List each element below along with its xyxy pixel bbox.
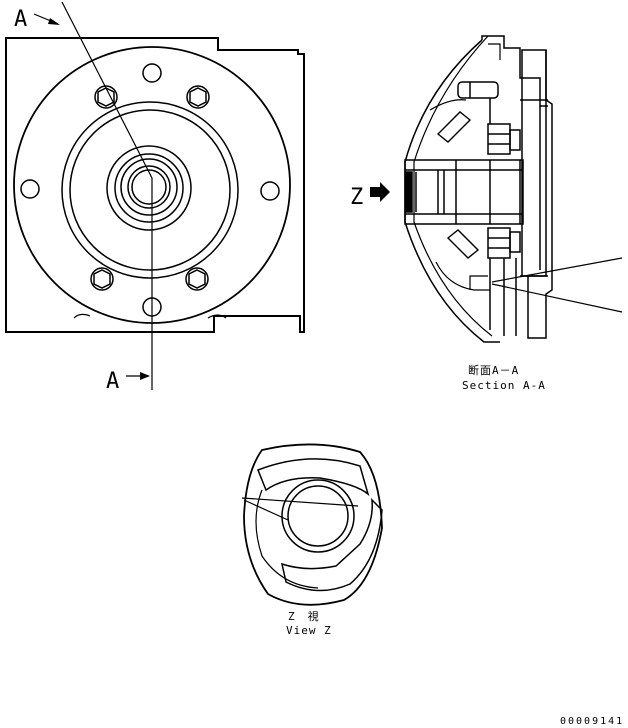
section-flange-plate	[521, 49, 547, 277]
hex-bolt	[90, 267, 114, 291]
leader-line	[241, 497, 359, 507]
view-caption-jp: Z 視	[288, 609, 320, 623]
hub-circle	[69, 109, 231, 271]
shaft-circle	[127, 165, 171, 209]
hex-bolt	[186, 85, 210, 109]
section-bolt-bottom	[487, 227, 521, 259]
hex-bolt	[94, 85, 118, 109]
bore-circle	[114, 153, 184, 223]
shaft-outer-circle	[120, 158, 178, 216]
section-view	[370, 35, 623, 343]
bore-outer-circle	[106, 145, 192, 231]
leader-line	[491, 257, 623, 283]
shaft-inner-circle	[131, 169, 167, 205]
section-bolt-top	[487, 123, 521, 155]
view-z-bore-outer	[281, 479, 355, 553]
hex-bolt	[185, 267, 209, 291]
view-z-slot	[257, 458, 370, 497]
drawing-number: 00009141	[560, 716, 624, 727]
view-arrow-label: Z	[350, 185, 363, 210]
section-caption-en: Section A-A	[462, 379, 546, 392]
front-view	[5, 1, 305, 390]
bolt-hole	[20, 179, 40, 199]
hub-outer-circle	[61, 101, 239, 279]
view-caption-en: View Z	[286, 624, 332, 637]
housing-outline	[5, 37, 305, 333]
section-caption-jp: 断面A－A	[468, 363, 519, 377]
leader-line	[491, 283, 623, 313]
pin	[457, 81, 499, 99]
view-z-slot	[280, 498, 383, 592]
section-label-top: A	[14, 7, 27, 32]
view-arrow-icon	[370, 182, 390, 202]
leader-line	[243, 499, 289, 521]
view-z	[241, 443, 383, 606]
view-z-outline	[243, 443, 383, 606]
section-label-bottom: A	[106, 369, 119, 394]
bolt-hole	[260, 181, 280, 201]
bolt-hole	[142, 63, 162, 83]
view-z-bore	[287, 485, 349, 547]
section-line	[61, 1, 153, 390]
section-shaft	[404, 159, 524, 225]
